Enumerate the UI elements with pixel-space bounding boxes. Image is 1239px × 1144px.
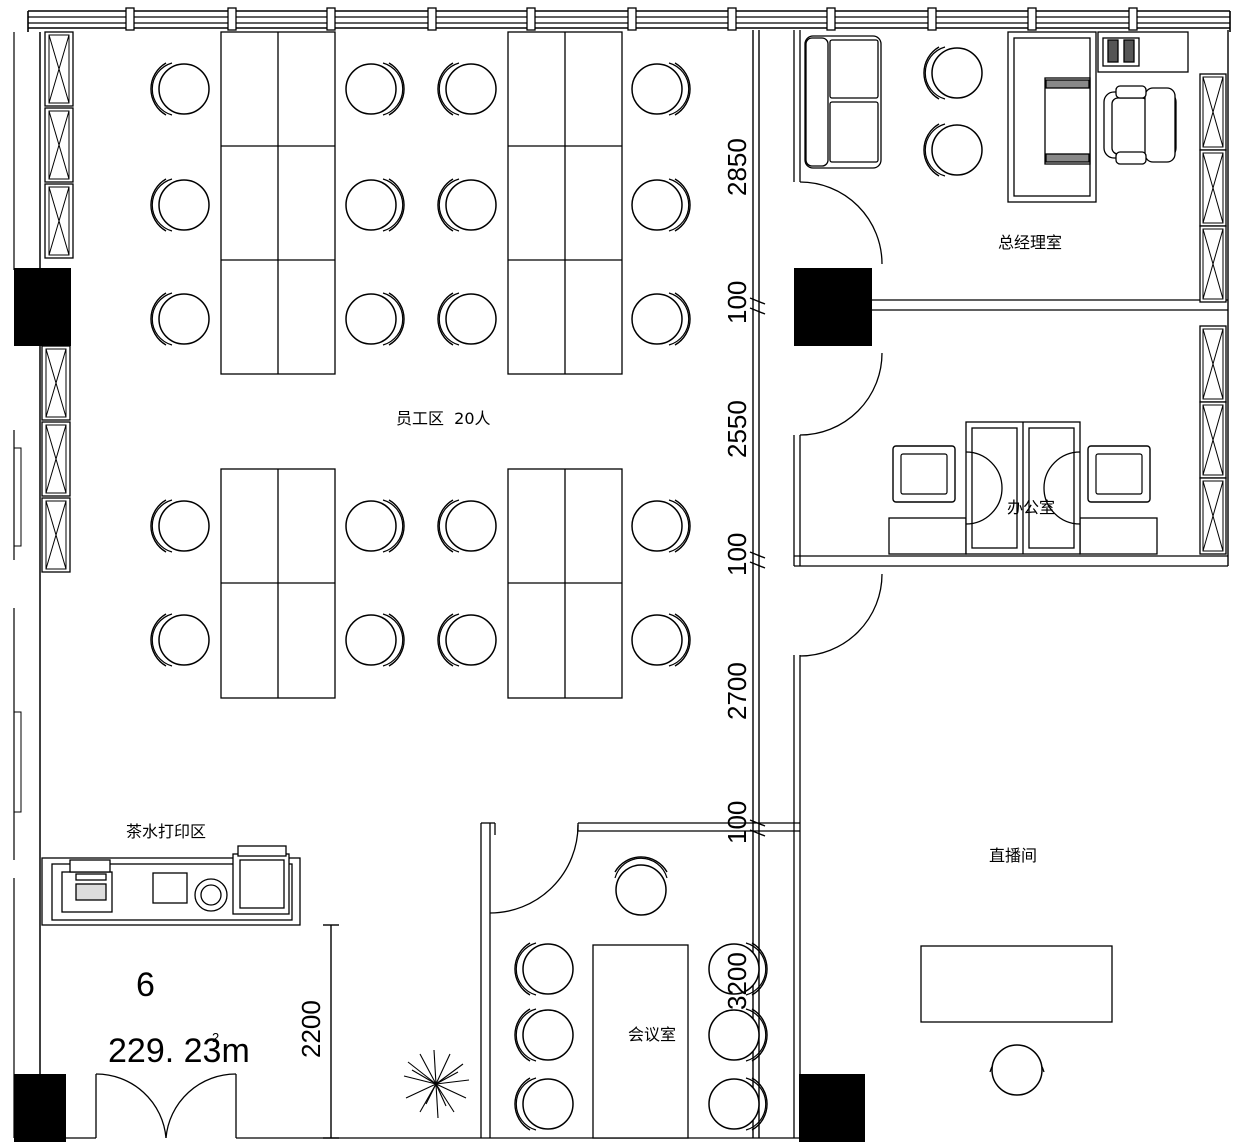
partition-walls bbox=[66, 30, 1229, 1139]
unit-area-superscript: 2 bbox=[212, 1030, 219, 1045]
dimension-labels: 2850 100 2550 100 2700 100 3200 2200 bbox=[296, 138, 752, 1058]
dimension-100-a: 100 bbox=[722, 281, 752, 324]
unit-number: 6 bbox=[136, 966, 155, 1004]
exterior-wall-left bbox=[13, 32, 41, 1138]
meeting-furniture bbox=[514, 856, 768, 1139]
dimension-ticks bbox=[323, 297, 766, 1139]
dimension-2850: 2850 bbox=[722, 138, 752, 196]
structural-columns bbox=[14, 268, 872, 1142]
room-label-meeting: 会议室 bbox=[628, 1025, 676, 1044]
doors bbox=[95, 181, 883, 1139]
windows-right bbox=[1199, 73, 1227, 555]
room-label-gm: 总经理室 bbox=[998, 233, 1062, 252]
tea-print-counter bbox=[41, 845, 301, 926]
unit-info: 6 229. 23m 2 bbox=[108, 966, 250, 1070]
dimension-2200: 2200 bbox=[296, 1000, 326, 1058]
staff-desks bbox=[220, 31, 623, 699]
room-label-office: 办公室 bbox=[1007, 498, 1055, 517]
room-label-live: 直播间 bbox=[989, 846, 1037, 865]
live-room-furniture bbox=[920, 945, 1113, 1096]
plant-icon bbox=[403, 1049, 470, 1119]
dimension-100-b: 100 bbox=[722, 533, 752, 576]
dimension-2700: 2700 bbox=[722, 662, 752, 720]
gm-furniture bbox=[804, 31, 1189, 203]
unit-area: 229. 23m bbox=[108, 1032, 250, 1070]
room-label-tea-print: 茶水打印区 bbox=[126, 822, 206, 841]
dimension-3200: 3200 bbox=[722, 952, 752, 1010]
room-label-staff: 员工区 20人 bbox=[396, 409, 491, 428]
dimension-2550: 2550 bbox=[722, 400, 752, 458]
office-furniture bbox=[888, 421, 1158, 555]
room-labels: 员工区 20人 总经理室 办公室 茶水打印区 会议室 直播间 bbox=[126, 233, 1062, 1044]
exterior-wall-top bbox=[27, 7, 1231, 32]
dimension-100-c: 100 bbox=[722, 801, 752, 844]
